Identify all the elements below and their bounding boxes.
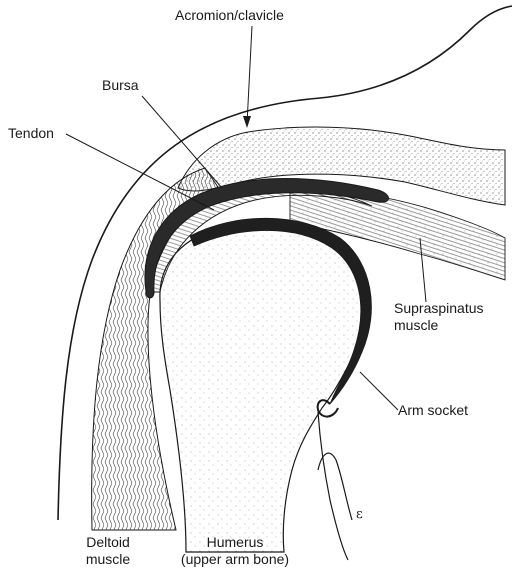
- tendon-label: Tendon: [8, 125, 54, 142]
- humerus-label: Humerus (upper arm bone): [150, 534, 320, 568]
- humerus-label-line1: Humerus: [150, 534, 320, 551]
- humerus-label-line2: (upper arm bone): [150, 551, 320, 568]
- leader-bursa: [142, 96, 222, 188]
- arm-socket-label: Arm socket: [398, 402, 468, 419]
- humerus-bone: [160, 222, 362, 553]
- supraspinatus-label: Supraspinatus muscle: [394, 300, 484, 334]
- supraspinatus-label-line2: muscle: [394, 317, 484, 334]
- bursa-label: Bursa: [102, 77, 139, 94]
- leader-acromion-arrowhead: [243, 116, 251, 128]
- deltoid-label-line2: muscle: [78, 551, 138, 568]
- deltoid-label-line1: Deltoid: [78, 534, 138, 551]
- deltoid-label: Deltoid muscle: [78, 534, 138, 568]
- leader-arm-socket: [360, 372, 398, 410]
- acromion-clavicle-label: Acromion/clavicle: [175, 7, 284, 24]
- epsilon-mark: ε: [356, 506, 363, 523]
- supraspinatus-label-line1: Supraspinatus: [394, 300, 484, 317]
